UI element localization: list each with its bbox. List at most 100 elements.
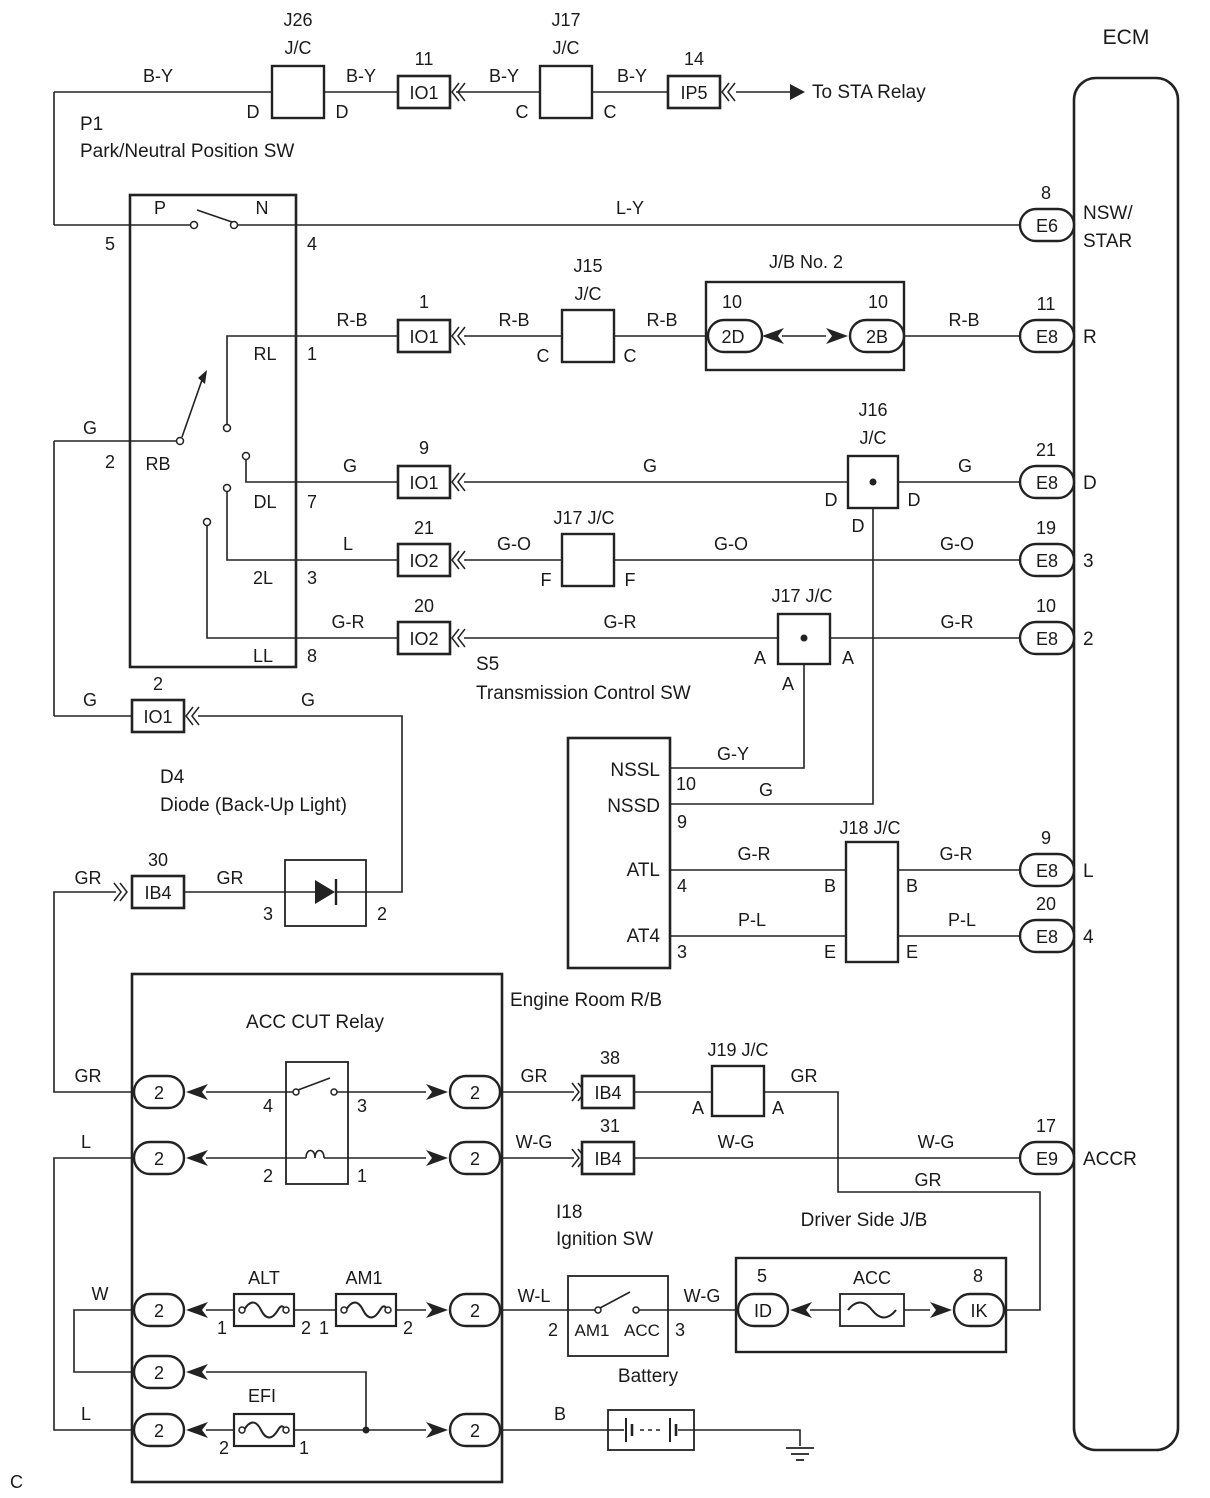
j16-pin-left: D (825, 490, 838, 510)
j18-pin-b-right: B (906, 876, 918, 896)
j17-name: J17 (551, 10, 580, 30)
lower-ignition-circuit: GR IB4 38 J19 J/C A A GR GR W-G IB4 31 W… (500, 1040, 1041, 1461)
wire-label-rb-1: R-B (337, 310, 368, 330)
ecm-connector-3 (1018, 542, 1076, 578)
j17-gr-pin-left: A (754, 648, 766, 668)
ecm-pin-num-1: 11 (1037, 294, 1056, 314)
ignition-switch (567, 1275, 669, 1357)
io2-l-num: 21 (414, 518, 434, 538)
p1-term-p: P (154, 198, 166, 218)
j17-gr-name: J17 J/C (771, 586, 832, 606)
ecm-connector-label-7: E9 (1036, 1149, 1058, 1169)
io1-left-label: IO1 (143, 707, 172, 727)
j18-junction (844, 840, 900, 964)
j15-junction (560, 308, 616, 364)
rb-conn-gr-left-num: 2 (154, 1083, 164, 1103)
io1-rb-num: 1 (419, 292, 429, 312)
djb-id-connector (736, 1292, 790, 1328)
p1-term-2l: 2L (253, 568, 273, 588)
j26-sub: J/C (285, 38, 312, 58)
p1-term-ll: LL (253, 646, 273, 666)
wire-label-gr-djb: GR (915, 1170, 942, 1190)
io2-connector-l (396, 542, 452, 578)
j17-gr-pin-bottom: A (782, 674, 794, 694)
j16-name: J16 (858, 400, 887, 420)
j18-name: J18 J/C (839, 818, 900, 838)
j17-junction-top (538, 64, 594, 120)
wire-label-gr-diode: GR (217, 868, 244, 888)
s5-name: Transmission Control SW (476, 683, 691, 704)
wire-label-g-1: G (343, 456, 357, 476)
ib4-connector-38 (580, 1074, 636, 1110)
j17-pin-left: C (516, 102, 529, 122)
io1-g-num: 9 (419, 438, 429, 458)
ecm-connector-4 (1018, 620, 1076, 656)
djb-num-8: 8 (973, 1266, 983, 1286)
rb-conn-mid-left-num: 2 (154, 1363, 164, 1383)
wire-label-gr-2: G-R (604, 612, 637, 632)
to-sta-relay-label: To STA Relay (812, 82, 926, 103)
row-gr: G-R IO2 20 G-R J17 J/C A A A G-R (332, 586, 1020, 769)
d4-id: D4 (160, 767, 185, 788)
ignition-sw-name: Ignition SW (556, 1229, 653, 1250)
d4-pin-2: 2 (377, 904, 387, 924)
ecm-pin-num-0: 8 (1041, 183, 1051, 203)
j16-junction (846, 454, 900, 510)
jb2-2b-num: 10 (868, 292, 888, 312)
io1-top-label: IO1 (409, 83, 438, 103)
wire-label-wg-2: W-G (718, 1132, 755, 1152)
acc-cut-relay (285, 1061, 349, 1185)
j17-sub: J/C (553, 38, 580, 58)
s5-term-atl: ATL (627, 860, 660, 881)
io1-g-label: IO1 (409, 473, 438, 493)
j26-pin-right: D (336, 102, 349, 122)
fuse-am1-pin-2: 2 (403, 1318, 413, 1338)
rb-conn-w-left-num: 2 (154, 1301, 164, 1321)
row-l: L IO2 21 G-O J17 J/C F F G-O G-O (343, 508, 1020, 590)
wire-label-left-g-2: G (83, 690, 97, 710)
relay-pin-1: 1 (357, 1166, 367, 1186)
j19-pin-left: A (692, 1098, 704, 1118)
ecm-title: ECM (1103, 26, 1150, 49)
relay-pin-2: 2 (263, 1166, 273, 1186)
rb-conn-gr-left (132, 1074, 186, 1110)
jb-no2-title: J/B No. 2 (769, 252, 843, 272)
io1-rb-label: IO1 (409, 327, 438, 347)
fuse-efi-pin-1: 1 (299, 1438, 309, 1458)
ecm-pin-label-6: 4 (1083, 927, 1094, 948)
wire-label-wg-ign: W-G (684, 1286, 721, 1306)
p1-id: P1 (80, 114, 103, 135)
ecm: ECM (1072, 26, 1180, 1452)
ecm-connector-label-3: E8 (1036, 551, 1058, 571)
wire-label-g-2: G (643, 456, 657, 476)
d4-pin-3: 3 (263, 904, 273, 924)
ecm-connector-0 (1018, 207, 1076, 243)
fuse-am1-label: AM1 (345, 1268, 382, 1288)
wire-label-by-3: B-Y (489, 66, 519, 86)
wire-label-by-4: B-Y (617, 66, 647, 86)
p1-pin-3: 3 (307, 568, 317, 588)
wire-label-by-2: B-Y (346, 66, 376, 86)
j18-pin-e-right: E (906, 942, 918, 962)
j26-pin-left: D (247, 102, 260, 122)
s5-term-nssd: NSSD (607, 796, 660, 817)
wire-label-left-gr-2: GR (75, 1066, 102, 1086)
rb-conn-l-left-num: 2 (154, 1149, 164, 1169)
rb-conn-gr-right-num: 2 (470, 1083, 480, 1103)
j19-pin-right: A (772, 1098, 784, 1118)
io2-connector-gr (396, 620, 452, 656)
p1-park-neutral-switch: P1 Park/Neutral Position SW P N 5 4 L-Y … (54, 114, 1020, 669)
battery-label: Battery (618, 1366, 679, 1387)
j17-go-pin-left: F (541, 570, 552, 590)
s5-term-nssl: NSSL (610, 760, 660, 781)
ignition-am1-label: AM1 (575, 1321, 610, 1340)
ecm-pin-label2-0: STAR (1083, 231, 1132, 252)
jb2-2d-label: 2D (721, 327, 744, 347)
ecm-pin-label-5: L (1083, 861, 1094, 882)
rb-conn-b-right-num: 2 (470, 1421, 480, 1441)
rb-conn-l-bottom-left-num: 2 (154, 1421, 164, 1441)
ecm-connector-6 (1018, 918, 1076, 954)
ecm-pin-num-5: 9 (1041, 828, 1051, 848)
